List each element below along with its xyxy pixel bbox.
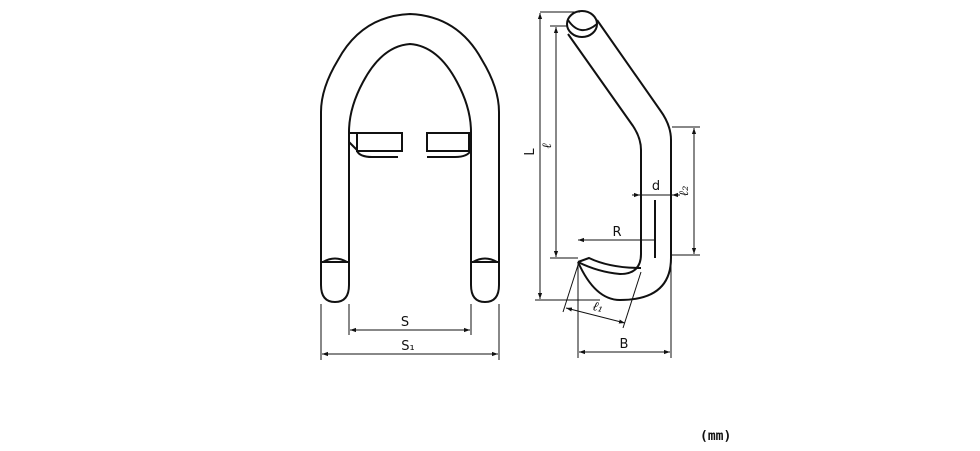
label-d: d — [652, 179, 660, 194]
front-left-foot-line — [322, 257, 348, 263]
front-inner-outline — [348, 42, 472, 262]
side-view — [566, 10, 672, 302]
dim-line-l1 — [565, 307, 626, 324]
side-top-end-line — [567, 19, 598, 31]
side-body-outer — [577, 19, 672, 302]
front-left-bevel — [348, 132, 358, 151]
front-right-block — [426, 132, 470, 152]
side-body-inner — [567, 33, 642, 276]
front-outer-outline — [320, 12, 500, 262]
label-l1: ℓ₁ — [591, 299, 605, 316]
side-dimensions — [535, 11, 700, 358]
unit-label: (mm) — [700, 429, 731, 444]
label-s: S — [401, 315, 409, 330]
label-B: B — [620, 337, 629, 352]
label-l2: ℓ₂ — [677, 186, 692, 197]
front-right-foot-line — [472, 257, 498, 263]
side-hook-tip — [577, 256, 642, 269]
label-R: R — [612, 225, 621, 240]
front-panel-edge — [356, 149, 472, 158]
front-dimensions — [320, 304, 500, 360]
front-left-block — [356, 132, 403, 152]
front-view — [320, 12, 500, 304]
front-left-foot — [320, 261, 350, 304]
front-right-bevel — [468, 141, 472, 152]
label-s1: S₁ — [401, 339, 414, 354]
label-L: L — [523, 148, 538, 156]
front-right-foot — [470, 261, 500, 304]
label-l: ℓ — [540, 143, 555, 149]
